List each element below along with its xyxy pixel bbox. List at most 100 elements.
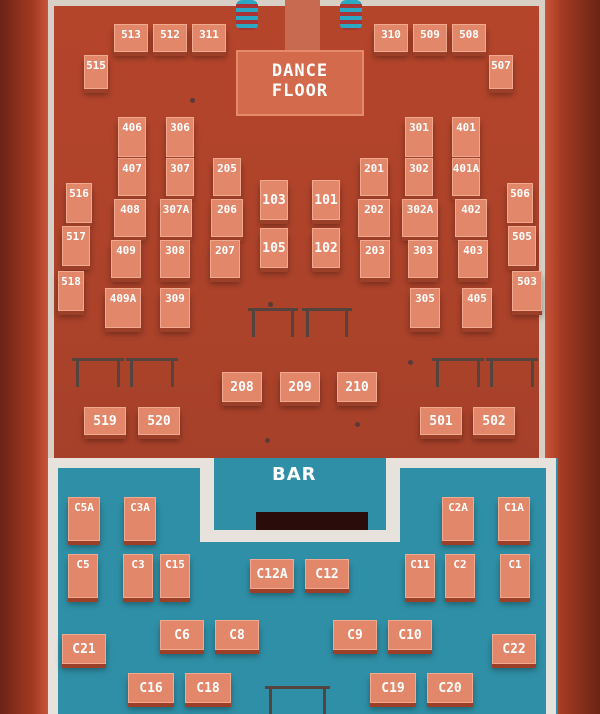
table[interactable]: 401A [452,158,480,196]
table[interactable]: C8 [215,620,259,650]
table[interactable]: 305 [410,288,440,328]
floor-detail [265,438,270,443]
table[interactable]: 307A [160,199,192,237]
table[interactable]: 302 [405,158,433,196]
bar-wall-bottom [200,530,400,542]
table[interactable]: 506 [507,183,533,223]
table[interactable]: 302A [402,199,438,237]
floor-detail [268,302,273,307]
table[interactable]: C1 [500,554,530,598]
table[interactable]: 408 [114,199,146,237]
floor-detail [190,98,195,103]
table[interactable]: C15 [160,554,190,598]
table[interactable]: 502 [473,407,515,435]
table[interactable]: 503 [512,271,542,311]
table[interactable]: C10 [388,620,432,650]
table[interactable]: 519 [84,407,126,435]
table[interactable]: 516 [66,183,92,223]
table[interactable]: 206 [211,199,243,237]
bar-stools [248,308,298,337]
table[interactable]: C1A [498,497,530,541]
table[interactable]: C3A [124,497,156,541]
entry-corridor [285,0,320,50]
table[interactable]: 402 [455,199,487,237]
table[interactable]: 517 [62,226,90,266]
table[interactable]: C12A [250,559,294,589]
floor-detail [355,422,360,427]
table[interactable]: C2 [445,554,475,598]
bar-stools [265,686,330,714]
table[interactable]: C12 [305,559,349,589]
bar-stools [126,358,178,387]
bar-wall-top-right [400,458,556,468]
table[interactable]: 518 [58,271,84,311]
bar-stools [302,308,352,337]
table[interactable]: 403 [458,240,488,278]
table[interactable]: 509 [413,24,447,52]
table[interactable]: 103 [260,180,288,220]
table[interactable]: 508 [452,24,486,52]
table[interactable]: 306 [166,117,194,157]
table[interactable]: 201 [360,158,388,196]
left-wall [0,0,48,714]
table[interactable]: 301 [405,117,433,157]
table[interactable]: 309 [160,288,190,328]
table[interactable]: 307 [166,158,194,196]
table[interactable]: 102 [312,228,340,268]
bar-stools [72,358,124,387]
table[interactable]: 513 [114,24,148,52]
table[interactable]: 202 [358,199,390,237]
table[interactable]: 310 [374,24,408,52]
table[interactable]: 207 [210,240,240,278]
bar-counter [256,512,368,530]
table[interactable]: C5A [68,497,100,541]
pillar-right [340,0,362,30]
bar-wall-top-left [48,458,200,468]
floor-detail [408,360,413,365]
table[interactable]: 203 [360,240,390,278]
table[interactable]: 105 [260,228,288,268]
table[interactable]: 507 [489,55,513,89]
table[interactable]: C2A [442,497,474,541]
table[interactable]: C9 [333,620,377,650]
table[interactable]: 208 [222,372,262,402]
table[interactable]: 512 [153,24,187,52]
bar-wall-right [546,458,556,714]
table[interactable]: 101 [312,180,340,220]
bar-stools [432,358,484,387]
table[interactable]: C22 [492,634,536,664]
table[interactable]: 520 [138,407,180,435]
dance-floor-label-line2: FLOOR [271,81,329,101]
table[interactable]: 311 [192,24,226,52]
table[interactable]: C21 [62,634,106,664]
bar-wall-inner-right [386,458,400,540]
table[interactable]: C16 [128,673,174,703]
table[interactable]: 210 [337,372,377,402]
table[interactable]: C5 [68,554,98,598]
table[interactable]: 303 [408,240,438,278]
bar-wall-inner-left [200,458,214,540]
table[interactable]: C3 [123,554,153,598]
dance-floor-label-line1: DANCE [271,61,329,81]
table[interactable]: 205 [213,158,241,196]
table[interactable]: C11 [405,554,435,598]
bar-wall-left [48,458,58,714]
table[interactable]: 505 [508,226,536,266]
table[interactable]: 501 [420,407,462,435]
table[interactable]: C18 [185,673,231,703]
table[interactable]: 409A [105,288,141,328]
dance-floor[interactable]: DANCE FLOOR [236,50,364,116]
table[interactable]: 406 [118,117,146,157]
table[interactable]: C6 [160,620,204,650]
table[interactable]: 401 [452,117,480,157]
pillar-left [236,0,258,30]
table[interactable]: C19 [370,673,416,703]
table[interactable]: 515 [84,55,108,89]
table[interactable]: 209 [280,372,320,402]
table[interactable]: 308 [160,240,190,278]
table[interactable]: C20 [427,673,473,703]
table[interactable]: 407 [118,158,146,196]
table[interactable]: 405 [462,288,492,328]
table[interactable]: 409 [111,240,141,278]
